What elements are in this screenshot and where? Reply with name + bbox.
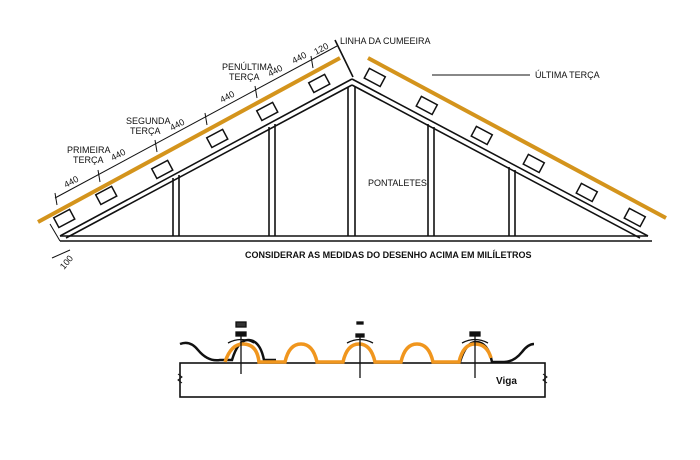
left-rafter-top	[59, 78, 353, 237]
ridge-line-marker	[334, 39, 354, 78]
screws	[227, 321, 489, 378]
dimension-lines	[49, 45, 338, 259]
second-label-2: TERÇA	[130, 126, 161, 136]
beam	[179, 362, 546, 398]
dim-440-4: 440	[218, 89, 236, 105]
ridge-line-label: LINHA DA CUMEEIRA	[340, 36, 431, 46]
first-label-2: TERÇA	[73, 155, 104, 165]
sheet-left-end	[179, 338, 276, 362]
purlins	[52, 67, 647, 229]
posts	[172, 87, 516, 236]
left-rafter-bottom	[65, 84, 353, 239]
labels: LINHA DA CUMEEIRA ÚLTIMA TERÇA PENÚLTIMA…	[67, 36, 600, 260]
sheet-detail: Viga	[177, 321, 548, 398]
truss	[59, 39, 652, 242]
right-rafter-top	[351, 78, 649, 237]
posts-label: PONTALETES	[368, 178, 427, 188]
left-roof-tile	[37, 56, 341, 224]
dim-100: 100	[58, 253, 75, 271]
orange-sheet	[223, 342, 493, 364]
second-label-1: SEGUNDA	[126, 116, 171, 126]
units-note: CONSIDERAR AS MEDIDAS DO DESENHO ACIMA E…	[245, 250, 532, 260]
dim-120: 120	[312, 41, 330, 57]
penultimate-label-1: PENÚLTIMA	[222, 62, 273, 72]
dim-440-1: 440	[62, 174, 80, 190]
dim-440-3: 440	[168, 117, 186, 133]
first-label-1: PRIMEIRA	[67, 145, 111, 155]
beam-label: Viga	[496, 376, 517, 387]
last-third-label: ÚLTIMA TERÇA	[535, 70, 600, 80]
right-rafter-bottom	[351, 84, 641, 239]
penultimate-label-2: TERÇA	[229, 72, 260, 82]
right-roof-tile	[367, 56, 667, 220]
